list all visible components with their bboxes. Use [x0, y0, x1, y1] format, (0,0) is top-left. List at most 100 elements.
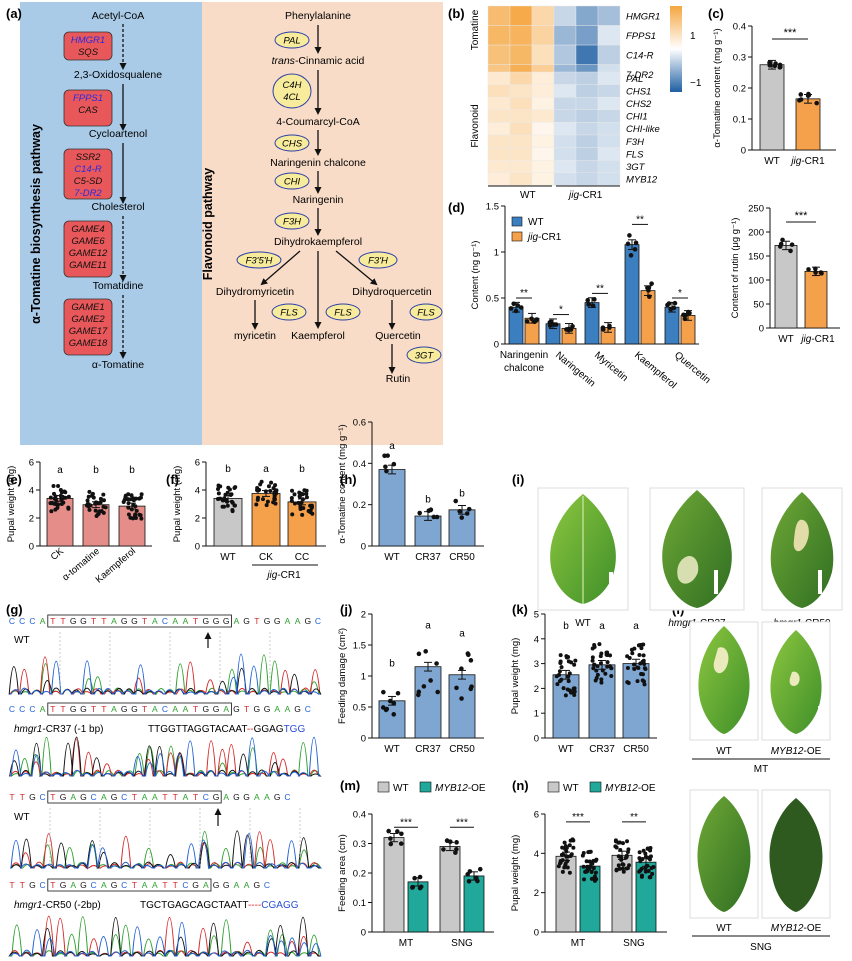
x-tick-label: SNG [451, 938, 473, 949]
data-point [566, 679, 571, 684]
data-point [773, 61, 778, 66]
data-point [607, 323, 612, 329]
y-tick-label: 4 [195, 486, 200, 497]
sgrna-box [47, 614, 232, 628]
base-letter: G [192, 880, 199, 890]
base-letter: G [121, 704, 128, 714]
metabolite-label: Cholesterol [91, 201, 144, 213]
bar [46, 497, 74, 547]
base-letter: T [50, 704, 55, 714]
bar [414, 666, 442, 739]
enzyme-name: F3'H [368, 256, 388, 267]
data-point [565, 687, 570, 692]
bar [579, 865, 601, 933]
heatmap-cell [509, 147, 533, 161]
data-point [595, 672, 600, 677]
heatmap-gene-label: HMGR1 [626, 11, 660, 22]
enzyme-oval [272, 73, 312, 109]
leaf-cr50 [770, 492, 834, 608]
data-point [672, 300, 678, 306]
x-tick-label: chalcone [504, 363, 544, 374]
gene-name: GAME18 [69, 338, 108, 349]
panel-a: (a) α-Tomatine biosynthesis pathway Flav… [6, 2, 443, 445]
base-letter: A [203, 880, 209, 890]
leaf-mt-wt [698, 626, 750, 734]
y-tick-label: 0.4 [353, 810, 366, 821]
data-point [620, 862, 625, 867]
data-point [642, 682, 647, 687]
data-point [133, 512, 138, 517]
base-letter: G [80, 704, 87, 714]
data-point [96, 511, 101, 516]
bar [624, 244, 640, 345]
base-letter: T [9, 880, 14, 890]
data-point [598, 661, 603, 666]
gene-box [63, 298, 113, 356]
base-letter: C [162, 616, 168, 626]
data-point [604, 650, 609, 655]
tomatine-pathway: Acetyl-CoA2,3-OxidosqualeneCycloartenolC… [63, 10, 162, 371]
y-tick-label: 0.4 [353, 459, 366, 470]
base-letter: G [243, 616, 250, 626]
significance-letter: b [93, 465, 99, 476]
data-point [266, 484, 271, 489]
panel-label-d: (d) [448, 200, 465, 215]
data-point [819, 271, 824, 276]
base-letter: A [111, 704, 117, 714]
y-tick-label: 200 [748, 228, 764, 239]
data-point [563, 844, 568, 849]
data-point [565, 854, 570, 859]
y-tick-label: 0 [361, 734, 366, 745]
metabolite-label: Rutin [386, 373, 411, 385]
data-point [627, 233, 632, 238]
chromatogram-trace [10, 653, 320, 695]
base-letter: C [40, 792, 46, 802]
data-point [49, 501, 54, 506]
data-point [595, 664, 600, 669]
data-point [444, 838, 450, 843]
data-point [139, 516, 144, 521]
base-letter: A [142, 792, 148, 802]
pathway-arrow [335, 250, 378, 286]
data-point [258, 482, 263, 487]
y-tick-label: 150 [748, 252, 764, 263]
data-point [789, 242, 795, 247]
data-point [417, 874, 423, 880]
metabolite-label: Dihydroquercetin [352, 286, 432, 298]
bar [378, 469, 406, 547]
enzyme-name: CHI [284, 177, 301, 188]
chromatogram-trace [10, 738, 320, 778]
significance-letter: b [459, 488, 465, 499]
bar [804, 270, 828, 329]
x-tick-label: WT [384, 744, 400, 755]
data-point [395, 690, 401, 696]
scale-bar [818, 570, 822, 594]
data-point [557, 669, 562, 674]
gene-name: CAS [78, 105, 98, 116]
data-point [566, 327, 571, 333]
panel-l-photos: WT MYB12-OE MT WT MYB12-OE SNG [689, 621, 831, 953]
base-letter: G [243, 792, 250, 802]
base-letter: A [183, 616, 189, 626]
enzyme-name: C4H [282, 80, 301, 91]
scale-bar [609, 572, 613, 596]
legend-label: jig-CR1 [526, 232, 562, 243]
heatmap-cell [597, 71, 621, 85]
heatmap-cell [487, 96, 511, 110]
sgrna-box [47, 878, 212, 892]
data-point [777, 244, 783, 249]
data-point [608, 664, 613, 669]
data-point [269, 480, 274, 485]
chromatogram-trace [8, 915, 320, 957]
enzyme-oval [274, 134, 310, 152]
data-point [627, 656, 632, 661]
base-letter: G [274, 792, 281, 802]
data-point [813, 270, 818, 275]
data-point [129, 493, 134, 498]
data-point [640, 873, 645, 878]
data-point [558, 858, 563, 863]
data-point [566, 674, 571, 679]
gene-name: GAME4 [71, 224, 104, 235]
